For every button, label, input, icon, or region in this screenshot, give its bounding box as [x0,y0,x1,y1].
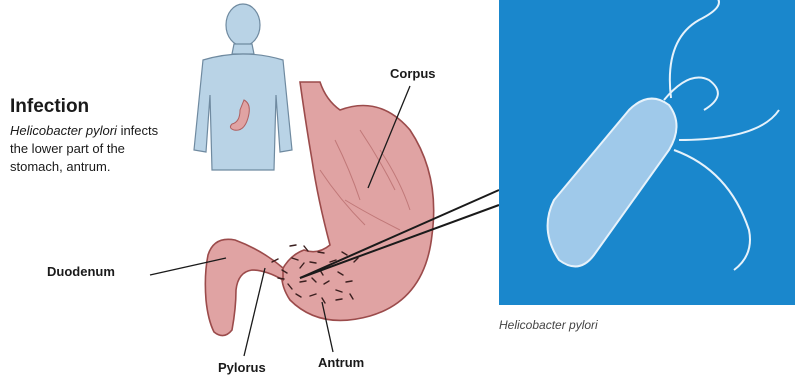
antrum-label: Antrum [318,355,364,371]
infection-description: Helicobacter pylori infects the lower pa… [10,122,175,176]
human-figure [194,4,292,170]
bacterium-micrograph [499,0,795,305]
infection-heading: Infection [10,96,89,119]
micrograph-caption: Helicobacter pylori [499,318,598,332]
duodenum-label: Duodenum [47,264,115,280]
corpus-label: Corpus [390,66,436,82]
pylorus-label: Pylorus [218,360,266,376]
species-name: Helicobacter pylori [10,123,117,138]
